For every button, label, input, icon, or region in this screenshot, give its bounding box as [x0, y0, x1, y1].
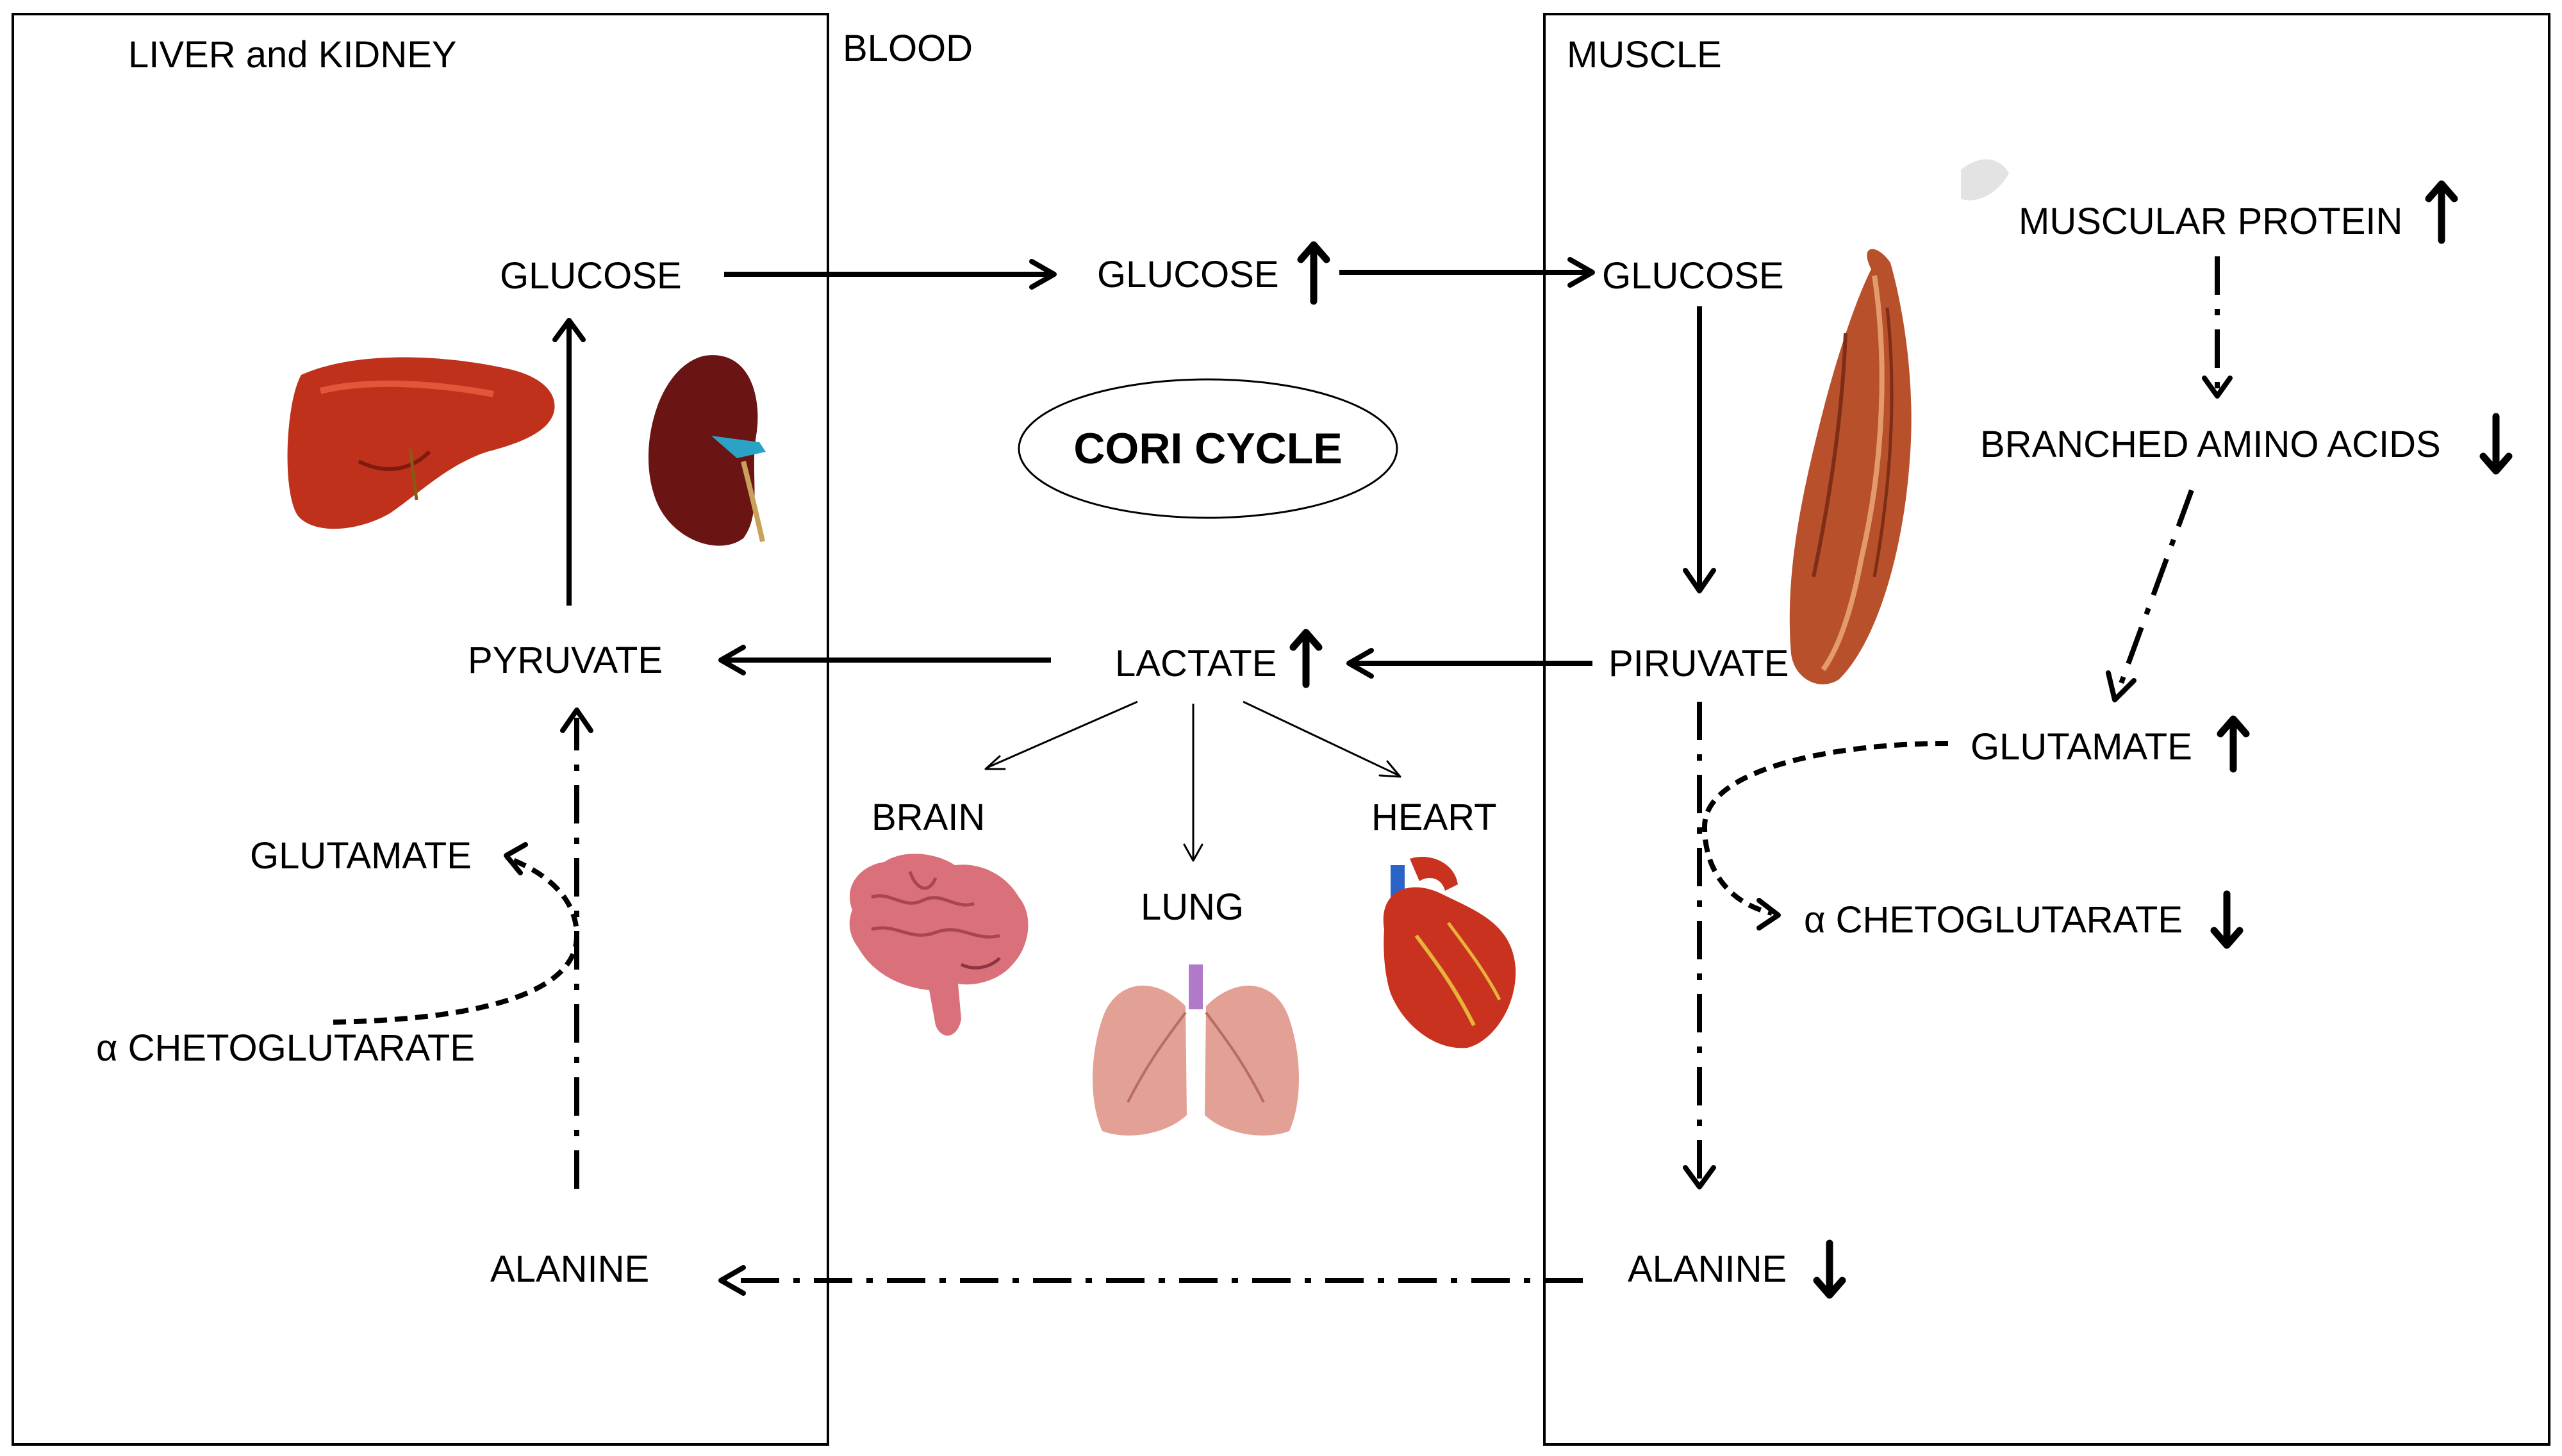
muscular-protein-up-arrow: [2425, 180, 2458, 244]
blood-lactate-label: LACTATE: [1115, 643, 1277, 684]
piruvate-to-lactate-arrowhead: [1346, 648, 1374, 679]
muscle-alanine-down-arrow: [1813, 1239, 1846, 1299]
heart-label: HEART: [1371, 797, 1497, 838]
muscle-title: MUSCLE: [1567, 34, 1722, 76]
kidney-image: [648, 355, 766, 546]
liver-kidney-title: LIVER and KIDNEY: [128, 34, 457, 76]
muscle-glucose-to-piruvate-arrowhead: [1683, 568, 1716, 593]
alanine-to-pyruvate-arrowhead: [560, 707, 593, 733]
brain-image: [849, 854, 1029, 1036]
liver-ketoglutarate-to-glutamate-arrowhead: [504, 842, 528, 875]
brain-label: BRAIN: [872, 797, 985, 838]
muscle-glucose-label: GLUCOSE: [1602, 255, 1784, 297]
lactate-to-pyruvate-arrowhead: [718, 645, 746, 675]
liver-glucose-to-blood-arrowhead: [1029, 259, 1057, 290]
muscular-protein-label: MUSCULAR PROTEIN: [2019, 201, 2402, 242]
muscle-glutamate-label: GLUTAMATE: [1971, 726, 2192, 768]
muscle-alpha-ketoglutarate-down-arrow: [2210, 890, 2244, 949]
lactate-to-heart-arrowhead: [1378, 760, 1401, 778]
blood-lactate-up-arrow: [1289, 629, 1323, 688]
liver-alanine-label: ALANINE: [490, 1248, 649, 1290]
liver-image: [287, 357, 555, 529]
cori-cycle-ellipse: [1018, 378, 1398, 519]
muscle-glutamate-to-ketoglutarate-arrowhead: [1756, 898, 1781, 931]
muscle-image: [1789, 159, 2009, 684]
blood-glucose-to-muscle-arrowhead: [1567, 257, 1595, 288]
blood-glucose-label: GLUCOSE: [1097, 254, 1279, 295]
piruvate-to-alanine-arrowhead: [1683, 1165, 1716, 1189]
branched-amino-acids-to-glutamate-arrow: [2115, 489, 2194, 693]
pyruvate-to-glucose-arrowhead: [552, 318, 586, 342]
muscle-alanine-to-liver-alanine-arrowhead: [718, 1265, 746, 1296]
liver-ketoglutarate-to-glutamate-arrow: [333, 855, 580, 1025]
branched-amino-acids-down-arrow: [2479, 413, 2513, 475]
liver-alpha-ketoglutarate-label: α CHETOGLUTARATE: [96, 1027, 475, 1069]
lactate-to-brain-arrowhead: [984, 755, 1006, 770]
cori-cycle-label: CORI CYCLE: [1073, 424, 1342, 473]
muscle-alpha-ketoglutarate-label: α CHETOGLUTARATE: [1804, 899, 2183, 941]
muscle-piruvate-label: PIRUVATE: [1608, 643, 1789, 684]
protein-to-branched-amino-acids-arrowhead: [2202, 376, 2233, 399]
branched-amino-acids-label: BRANCHED AMINO ACIDS: [1980, 424, 2441, 465]
lung-label: LUNG: [1141, 886, 1244, 928]
liver-pyruvate-label: PYRUVATE: [468, 640, 663, 681]
blood-title: BLOOD: [843, 28, 973, 69]
liver-kidney-compartment: [12, 13, 829, 1446]
blood-glucose-up-arrow: [1297, 241, 1330, 305]
liver-glucose-label: GLUCOSE: [500, 255, 682, 297]
muscle-glutamate-to-ketoglutarate-arrow: [1701, 741, 1949, 916]
lung-image: [1093, 964, 1299, 1136]
heart-image: [1383, 856, 1516, 1048]
muscle-compartment: [1543, 13, 2550, 1446]
lactate-to-brain-arrow: [986, 700, 1138, 769]
muscle-glutamate-up-arrow: [2217, 715, 2250, 773]
muscle-alanine-label: ALANINE: [1628, 1248, 1787, 1290]
liver-glutamate-label: GLUTAMATE: [250, 835, 472, 877]
lactate-to-lung-arrowhead: [1183, 843, 1203, 862]
lactate-to-heart-arrow: [1243, 700, 1400, 777]
branched-amino-acids-to-glutamate-arrowhead: [2106, 670, 2136, 702]
